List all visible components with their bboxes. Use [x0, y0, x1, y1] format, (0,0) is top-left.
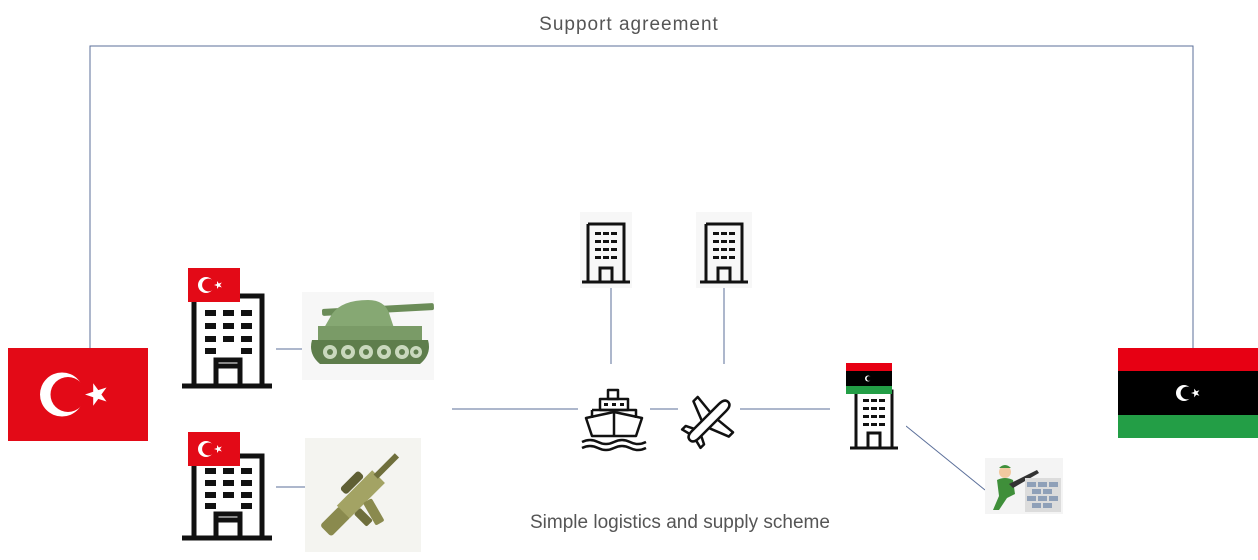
- turkey-flag-icon: [8, 348, 148, 441]
- soldier-behind-wall-icon: [985, 458, 1063, 514]
- ship-icon: [578, 384, 650, 452]
- tank-icon: [302, 292, 434, 380]
- rifle-icon: [305, 438, 421, 552]
- building-with-turkey-flag-icon: [180, 268, 276, 396]
- building-with-libya-flag-icon: [846, 363, 906, 453]
- libya-flag-icon: [1118, 348, 1258, 438]
- building-icon: [696, 212, 752, 288]
- building-soldier-connector: [905, 425, 986, 491]
- building-with-turkey-flag-icon: [180, 432, 276, 544]
- airplane-icon: [678, 390, 740, 452]
- support-agreement-connector: [89, 45, 1194, 348]
- support-agreement-label: Support agreement: [539, 14, 719, 35]
- scheme-caption: Simple logistics and supply scheme: [530, 512, 830, 533]
- building-icon: [580, 212, 632, 288]
